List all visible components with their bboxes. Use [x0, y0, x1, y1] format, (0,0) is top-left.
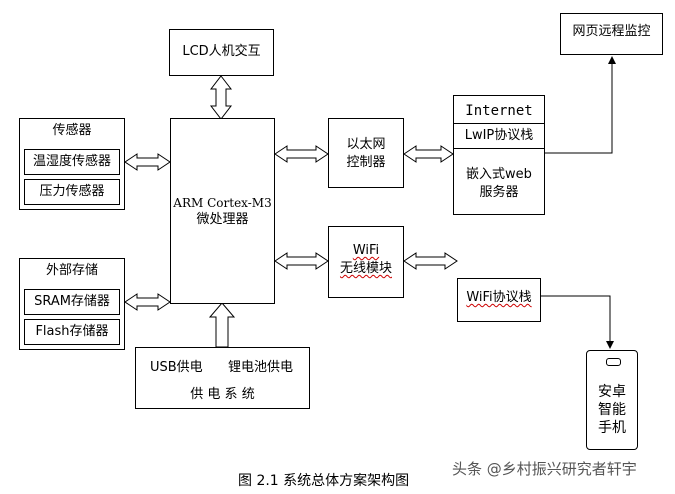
figure-caption: 图 2.1 系统总体方案架构图 — [238, 473, 410, 489]
power-mcu-arrow — [208, 302, 236, 348]
phone-line3: 手机 — [598, 420, 626, 436]
web-remote-monitor-box: 网页远程监控 — [560, 13, 663, 55]
mcu-eth-arrow — [274, 145, 329, 163]
flash-memory: Flash存储器 — [24, 319, 120, 345]
phone-line1: 安卓 — [598, 384, 626, 400]
usb-power-label: USB供电 — [150, 360, 203, 375]
ethernet-controller-box: 以太网 控制器 — [328, 118, 404, 188]
watermark: 头条 @乡村振兴研究者轩宇 — [452, 460, 637, 478]
power-system-box: USB供电 锂电池供电 供 电 系 统 — [135, 347, 310, 409]
lcd-label: LCD人机交互 — [182, 44, 261, 59]
wifi-line2-text: 无线模块 — [339, 261, 392, 276]
storage-group-box: 外部存储 SRAM存储器 Flash存储器 — [19, 258, 125, 350]
battery-power-label: 锂电池供电 — [228, 360, 294, 375]
sensor-group-title: 传感器 — [52, 123, 92, 138]
storage-group-title: 外部存储 — [45, 263, 98, 278]
storage-mcu-arrow — [124, 293, 171, 311]
phone-line2: 智能 — [598, 402, 626, 418]
eth-internet-arrow — [403, 145, 454, 163]
pressure-label: 压力传感器 — [39, 184, 105, 199]
internet-label: Internet — [465, 103, 533, 119]
pressure-sensor: 压力传感器 — [24, 179, 120, 205]
mcu-line1: ARM Cortex-M3 — [173, 196, 272, 210]
phone-speaker-icon — [606, 358, 621, 366]
web-line2: 服务器 — [479, 185, 519, 200]
lcd-interaction-box: LCD人机交互 — [169, 29, 274, 76]
sensor-group-box: 传感器 温湿度传感器 压力传感器 — [19, 118, 125, 210]
wifi-out-arrow — [403, 252, 458, 270]
web-line1: 嵌入式web — [466, 167, 532, 182]
wifi-stack-box: WiFi协议栈 — [457, 278, 541, 322]
lwip-label: LwIP协议栈 — [464, 128, 534, 143]
sensor-mcu-arrow — [124, 153, 171, 171]
temp-humidity-sensor: 温湿度传感器 — [24, 149, 120, 175]
mcu-wifi-arrow — [274, 252, 329, 270]
wifi-stack-text: WiFi协议栈 — [466, 290, 532, 305]
temp-humidity-label: 温湿度传感器 — [32, 154, 111, 169]
sram-label: SRAM存储器 — [34, 294, 110, 309]
android-phone-box: 安卓 智能 手机 — [586, 350, 638, 450]
wifi-line2: 无线模块 — [329, 261, 403, 277]
wifi-line1: WiFi — [329, 243, 403, 259]
eth-line1: 以太网 — [346, 137, 386, 152]
sram-memory: SRAM存储器 — [24, 289, 120, 315]
wifi-line1-text: WiFi — [352, 243, 380, 258]
internet-server-box: Internet LwIP协议栈 嵌入式web 服务器 — [453, 95, 545, 215]
arm-mcu-box: ARM Cortex-M3 微处理器 — [170, 118, 275, 304]
power-system-label: 供 电 系 统 — [190, 387, 255, 402]
lcd-mcu-arrow — [209, 75, 233, 120]
eth-line2: 控制器 — [346, 155, 386, 170]
mcu-line2: 微处理器 — [196, 212, 249, 227]
flash-label: Flash存储器 — [35, 324, 109, 339]
wifi-module-box: WiFi 无线模块 — [328, 226, 404, 298]
wifi-stack-label: WiFi协议栈 — [458, 290, 540, 306]
web-monitor-label: 网页远程监控 — [572, 24, 651, 39]
lwip-stack: LwIP协议栈 — [453, 123, 545, 149]
wifi-stack-phone-line — [541, 295, 614, 349]
lwip-web-monitor-line — [545, 56, 616, 154]
